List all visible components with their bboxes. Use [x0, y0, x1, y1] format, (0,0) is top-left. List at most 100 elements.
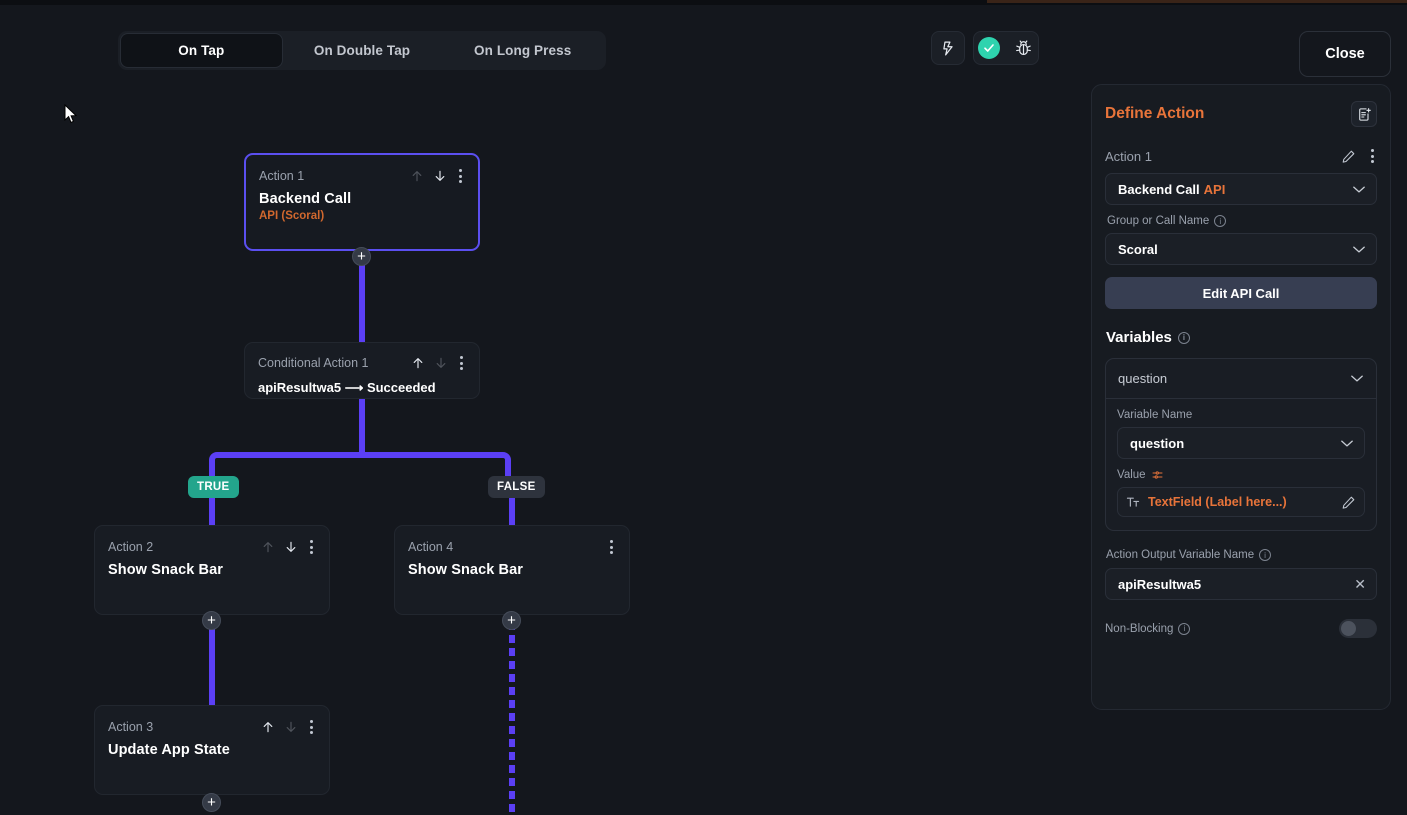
flow-node-action-4[interactable]: Action 4 Show Snack Bar [394, 525, 630, 615]
variable-name-value: question [1130, 435, 1185, 451]
chevron-down-icon [1353, 246, 1365, 252]
move-down-icon[interactable] [434, 355, 448, 371]
move-up-icon[interactable] [411, 355, 425, 371]
node-title: apiResultwa5 ⟶ Succeeded [258, 380, 436, 395]
value-label-text: Value [1117, 469, 1146, 481]
variable-settings-icon[interactable] [1151, 469, 1164, 481]
variables-section-title: Variables i [1106, 329, 1377, 346]
close-button[interactable]: Close [1299, 31, 1391, 77]
variables-title-text: Variables [1106, 329, 1172, 346]
info-icon[interactable]: i [1178, 622, 1191, 635]
non-blocking-row: Non-Blocking i [1105, 619, 1377, 638]
check-circle-icon[interactable] [974, 34, 1004, 62]
group-value: Scoral [1118, 241, 1158, 257]
variable-name-label: Variable Name [1117, 409, 1193, 421]
flow-node-action-3[interactable]: Action 3 Update App State [94, 705, 330, 795]
output-label-text: Action Output Variable Name [1106, 549, 1255, 561]
pencil-icon[interactable] [1341, 149, 1356, 164]
edit-api-call-button[interactable]: Edit API Call [1105, 277, 1377, 309]
node-title: Show Snack Bar [108, 562, 224, 578]
action-output-variable-label: Action Output Variable Name i [1106, 549, 1377, 561]
tab-on-double-tap[interactable]: On Double Tap [313, 43, 411, 58]
variable-card: question Variable Name question Value [1105, 358, 1377, 531]
flow-tool-group [931, 31, 965, 65]
variable-name-select[interactable]: question [1117, 427, 1365, 459]
flow-node-action-1[interactable]: Action 1 Backend Call API (Scoral) [244, 153, 480, 251]
flow-node-action-2[interactable]: Action 2 Show Snack Bar [94, 525, 330, 615]
connector-false-branch [509, 480, 515, 525]
window-top-strip [0, 0, 1407, 5]
close-x-icon[interactable]: ✕ [1354, 576, 1366, 592]
node-label: Action 3 [108, 720, 154, 734]
variable-card-title: question [1118, 371, 1168, 386]
kebab-menu-icon[interactable] [607, 538, 616, 556]
flow-lightning-icon[interactable] [933, 34, 963, 62]
run-tool-group [973, 31, 1039, 65]
info-icon[interactable]: i [1259, 549, 1272, 561]
non-blocking-toggle[interactable] [1339, 619, 1377, 638]
node-label: Conditional Action 1 [258, 356, 369, 370]
group-or-call-name-label: Group or Call Name i [1107, 215, 1377, 227]
mouse-cursor [64, 104, 78, 124]
group-or-call-name-select[interactable]: Scoral [1105, 233, 1377, 265]
connector-action4-dashed [509, 622, 515, 815]
add-document-icon[interactable] [1351, 101, 1377, 127]
node-title: Backend Call [259, 191, 352, 207]
pencil-icon[interactable] [1341, 495, 1356, 510]
kebab-menu-icon[interactable] [307, 718, 316, 736]
text-format-icon [1126, 497, 1140, 507]
value-label-row: Value [1117, 469, 1365, 481]
node-icon-group [410, 167, 465, 185]
node-icon-group [261, 538, 316, 556]
connector-split-right [359, 452, 511, 490]
add-action-button-after-action4[interactable]: + [502, 611, 521, 630]
info-icon[interactable]: i [1177, 331, 1190, 344]
move-up-icon[interactable] [410, 168, 424, 184]
move-down-icon[interactable] [433, 168, 447, 184]
tab-on-tap[interactable]: On Tap [121, 34, 282, 67]
kebab-menu-icon[interactable] [1368, 147, 1377, 165]
node-label: Action 4 [408, 540, 454, 554]
panel-title: Define Action [1105, 105, 1205, 122]
add-action-button-after-action2[interactable]: + [202, 611, 221, 630]
variable-card-body: Variable Name question Value [1106, 399, 1376, 530]
value-field[interactable]: TextField (Label here...) [1117, 487, 1365, 517]
non-blocking-label: Non-Blocking i [1105, 622, 1191, 635]
action-name-row: Action 1 [1105, 147, 1377, 165]
info-icon[interactable]: i [1214, 215, 1227, 227]
node-label: Action 2 [108, 540, 154, 554]
branch-badge-false: FALSE [488, 476, 545, 498]
add-action-button-after-action1[interactable]: + [352, 247, 371, 266]
action-flow-canvas: Action 1 Backend Call API (Scoral) + Con… [0, 80, 1085, 815]
action-output-variable-field[interactable]: apiResultwa5 ✕ [1105, 568, 1377, 600]
flow-node-conditional-1[interactable]: Conditional Action 1 apiResultwa5 ⟶ Succ… [244, 342, 480, 399]
top-accent-bar [987, 0, 1407, 3]
move-up-icon[interactable] [261, 719, 275, 735]
variable-card-header[interactable]: question [1106, 359, 1376, 399]
bug-icon[interactable] [1008, 34, 1038, 62]
move-down-icon[interactable] [284, 539, 298, 555]
tab-on-long-press[interactable]: On Long Press [474, 43, 572, 58]
connector-true-branch [209, 480, 215, 525]
chevron-down-icon [1341, 440, 1353, 446]
action-type-value: Backend Call [1118, 181, 1200, 197]
kebab-menu-icon[interactable] [456, 167, 465, 185]
group-label-text: Group or Call Name [1107, 215, 1210, 227]
move-down-icon[interactable] [284, 719, 298, 735]
action-type-accent: API [1203, 181, 1226, 197]
move-up-icon[interactable] [261, 539, 275, 555]
branch-badge-true: TRUE [188, 476, 239, 498]
output-value: apiResultwa5 [1118, 576, 1202, 592]
node-icon-group [261, 718, 316, 736]
node-title: Update App State [108, 742, 230, 758]
node-subtitle: API (Scoral) [259, 210, 325, 222]
value-text: TextField (Label here...) [1148, 495, 1287, 509]
panel-header: Define Action [1105, 101, 1377, 127]
connector-split-left [209, 452, 361, 490]
node-label: Action 1 [259, 169, 305, 183]
kebab-menu-icon[interactable] [457, 354, 466, 372]
kebab-menu-icon[interactable] [307, 538, 316, 556]
add-action-button-after-action3[interactable]: + [202, 793, 221, 812]
